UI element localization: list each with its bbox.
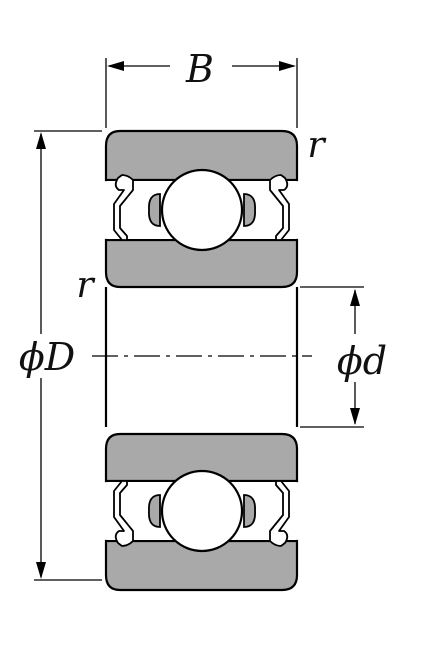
width-dimension-line — [107, 61, 296, 71]
arrowhead-right — [279, 61, 296, 71]
bearing-bottom-section — [104, 432, 299, 592]
width-label: B — [185, 47, 214, 91]
arrowhead-up-small — [350, 289, 360, 306]
bore-diameter-dimension-line — [350, 289, 360, 425]
radius-label-inner-left: r — [76, 265, 95, 306]
bearing-top-section — [104, 129, 299, 289]
outer-diameter-dimension-line — [36, 132, 46, 579]
bore-diameter-label: ϕd — [337, 339, 387, 383]
radius-label-top-right: r — [307, 125, 326, 166]
outer-diameter-label: ϕD — [19, 335, 75, 379]
arrowhead-up — [36, 132, 46, 149]
arrowhead-down — [36, 562, 46, 579]
arrowhead-down-small — [350, 408, 360, 425]
arrowhead-left — [107, 61, 124, 71]
